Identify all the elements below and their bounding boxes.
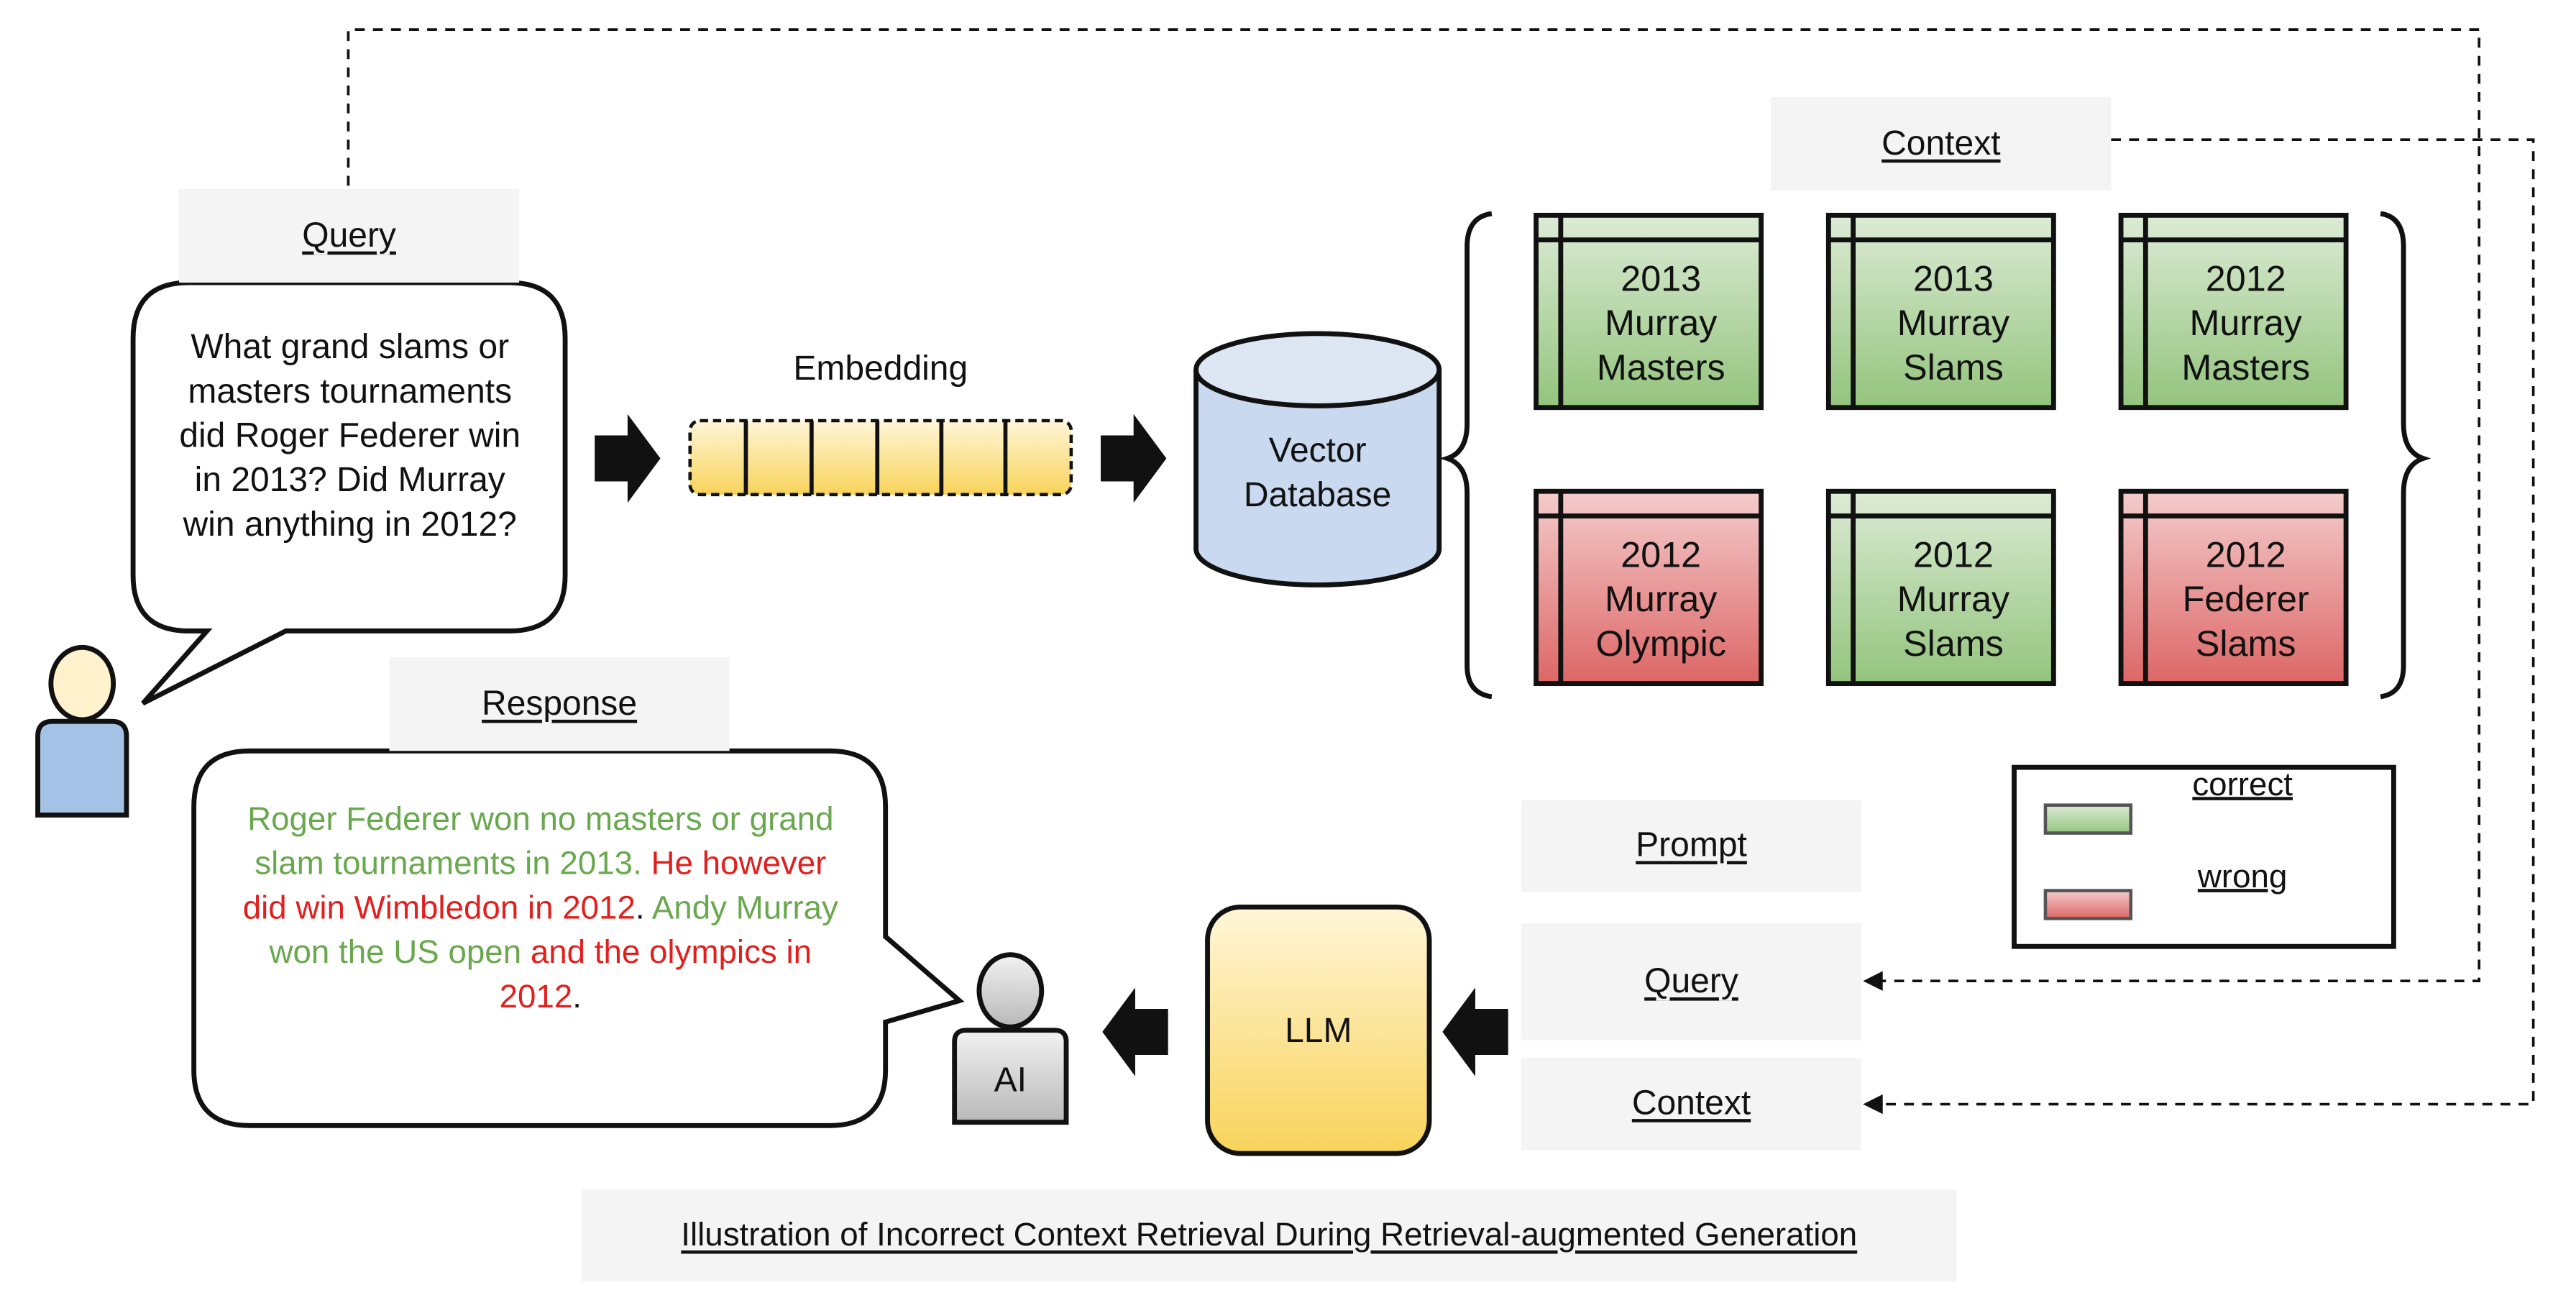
context-card-event: Slams [2195,623,2296,664]
embedding-label: Embedding [793,349,968,388]
context-card-player: Murray [1605,578,1718,620]
context-card-player: Murray [2189,302,2302,344]
ai-head-icon [976,952,1045,1030]
query-connector-arrow [1863,971,1883,991]
context-card [2118,488,2349,687]
llm-box [1205,904,1432,1156]
query-label: Query [179,188,520,283]
query-speech-bubble [130,280,568,706]
arrow-llm-to-ai [1102,987,1168,1076]
context-cards [1534,212,2349,687]
context-card-year: 2013 [1621,257,1702,299]
response-text: Roger Federer won no masters or grand sl… [230,799,851,1020]
prompt-context-label: Context [1521,1058,1862,1151]
embedding-vector [688,419,1073,497]
ai-body-icon [952,1028,1069,1125]
context-card [1825,212,2056,411]
prompt-query-label: Query [1521,923,1862,1041]
response-label: Response [389,657,730,751]
legend-label-correct: correct [2192,767,2293,804]
context-card [2118,212,2349,411]
legend-swatch-correct [2043,803,2133,835]
caption: Illustration of Incorrect Context Retrie… [581,1189,1957,1282]
context-card-year: 2012 [2205,257,2286,299]
context-connector-line [1873,138,2535,1106]
legend-label-wrong: wrong [2197,859,2288,896]
legend [2012,764,2396,949]
context-card-event: Masters [1596,347,1725,388]
response-segment-wrong: He however did win Wimbledon in 2012 [242,846,827,927]
context-card-year: 2012 [1913,534,1994,575]
response-segment-neutral: . [572,979,582,1016]
user-head-icon [48,644,116,723]
context-card [1534,212,1764,411]
context-card-year: 2012 [1621,534,1702,575]
query-connector-line [347,28,2481,983]
vector-database-icon [1193,331,1442,587]
context-connector-arrow [1863,1094,1883,1115]
context-card-event: Slams [1903,623,2004,664]
context-card [1825,488,2056,687]
response-segment-correct: Andy Murray won the US open [269,890,838,971]
context-card-player: Murray [1605,302,1718,344]
response-segment-correct: Roger Federer won no masters or grand sl… [247,802,834,883]
context-label: Context [1771,96,2112,191]
context-card-event: Masters [2181,347,2311,388]
response-segment-wrong: and the olympics in 2012 [499,935,812,1016]
arrow-prompt-to-llm [1442,987,1508,1076]
right-brace [2380,211,2431,700]
context-card-event: Slams [1903,347,2004,388]
context-card-player: Federer [2182,578,2309,620]
context-card-player: Murray [1897,302,2010,344]
context-card-year: 2012 [2205,534,2286,575]
context-card-event: Olympic [1595,623,1726,664]
ai-label: AI [994,1061,1027,1099]
prompt-label: Prompt [1521,800,1862,892]
user-body-icon [35,718,129,818]
arrow-embedding-to-db [1101,413,1167,503]
left-brace [1439,211,1493,700]
response-speech-bubble [191,748,965,1128]
legend-swatch-wrong [2043,889,2133,920]
context-card-player: Murray [1897,578,2010,620]
vector-database-label: Vector Database [1243,431,1392,515]
llm-label: LLM [1285,1012,1352,1051]
query-text: What grand slams or masters tournaments … [179,329,521,544]
context-card [1534,488,1764,687]
arrow-query-to-embedding [595,413,661,503]
response-segment-neutral: . [635,890,652,927]
context-card-year: 2013 [1913,257,1994,299]
